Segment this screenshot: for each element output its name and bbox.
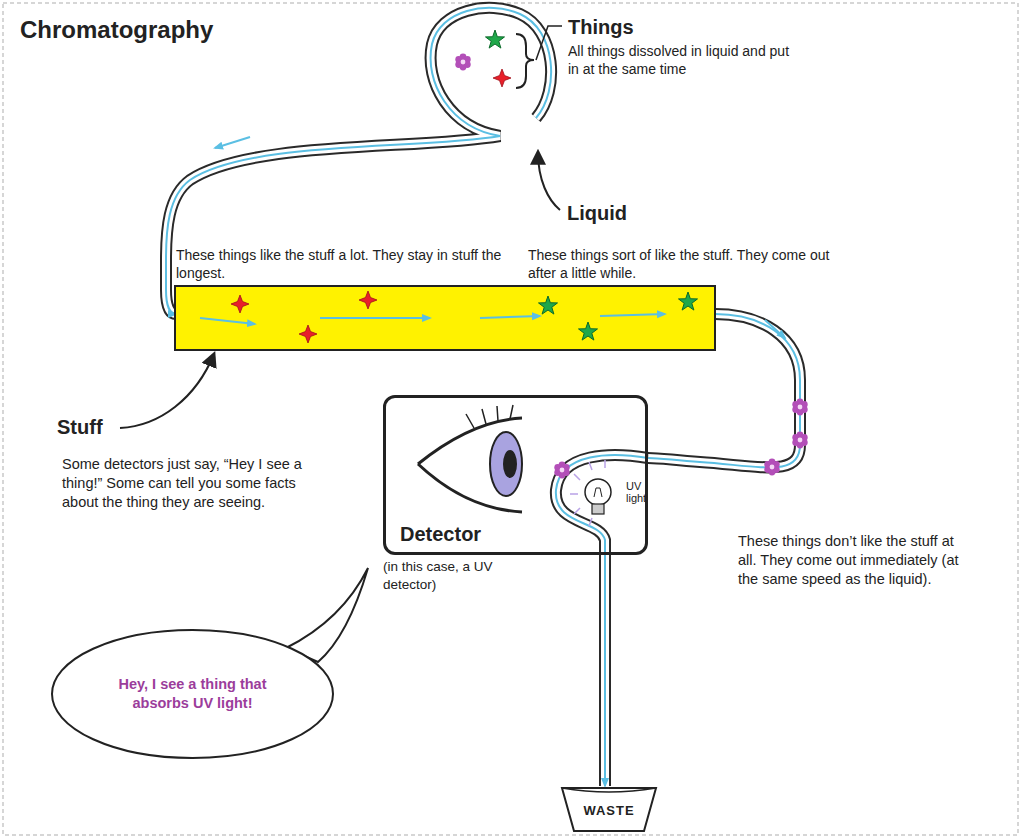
- stationary-phase-column: [175, 286, 715, 350]
- node-label: Hey, I see a thing that absorbs UV light…: [98, 675, 288, 713]
- callout: Stuff: [57, 414, 103, 440]
- flow-arrows: [200, 314, 665, 324]
- note: Some detectors just say, “Hey I see a th…: [62, 455, 327, 512]
- eye: [418, 405, 522, 512]
- speech-bubble: Hey, I see a thing that absorbs UV light…: [50, 628, 335, 760]
- tube: [166, 8, 800, 556]
- node-label: WASTE: [583, 797, 634, 818]
- note: These things like the stuff a lot. They …: [176, 246, 506, 282]
- node-caption: (in this case, a UV detector): [383, 558, 533, 593]
- note: These things sort of like the stuff. The…: [528, 246, 858, 282]
- note: All things dissolved in liquid and put i…: [568, 42, 798, 78]
- callout: Things: [568, 14, 634, 40]
- note: These things don’t like the stuff at all…: [738, 532, 968, 589]
- callout: Liquid: [567, 200, 627, 226]
- waste-bucket: WASTE: [560, 782, 658, 832]
- callout: UV light: [626, 480, 656, 504]
- title: Chromatography: [20, 14, 213, 45]
- leader-arrow: [120, 354, 214, 428]
- detector-box: Detector(in this case, a UV detector): [383, 395, 648, 555]
- node-label: Detector: [400, 523, 481, 546]
- leader-arrow: [538, 152, 560, 210]
- uv-bulb: [570, 460, 611, 526]
- leader-line: [536, 26, 562, 60]
- tube-connector: [605, 553, 606, 786]
- bubble-outline: [50, 628, 335, 760]
- bracket: [516, 34, 534, 88]
